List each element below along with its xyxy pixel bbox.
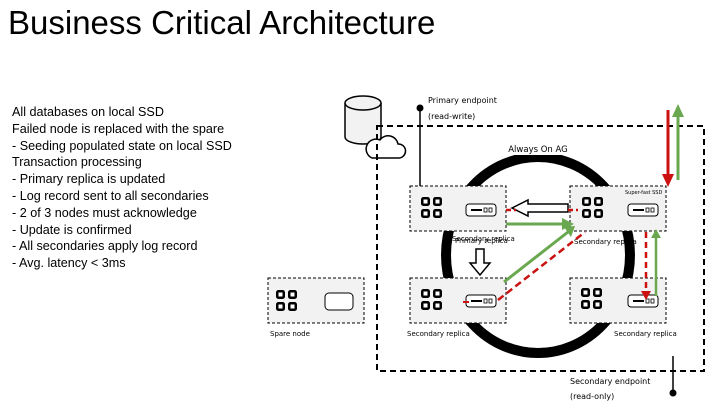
primary-endpoint-dot (416, 104, 424, 112)
read-arrow-red-head (662, 174, 674, 187)
seeding-arrow-down (468, 248, 492, 277)
secondary-endpoint-label: Secondary endpoint (570, 377, 650, 386)
secondary-endpoint-dot (669, 389, 677, 397)
replica-top-right-label: Secondary replica (574, 238, 637, 246)
bullet-item: - Log record sent to all secondaries (12, 188, 209, 203)
page-title: Business Critical Architecture (8, 4, 436, 41)
primary-endpoint-label: Primary endpoint (428, 96, 497, 105)
log-arrow-red-right-head (641, 291, 651, 300)
bullet-item: - All secondaries apply log record (12, 239, 198, 254)
seeding-arrow-left (510, 198, 569, 218)
replica-bottom-right-label: Secondary replica (614, 330, 677, 338)
bullet-item: - 2 of 3 nodes must acknowledge (12, 205, 197, 220)
database-icon (344, 95, 382, 145)
primary-endpoint-sublabel: (read-write) (428, 112, 475, 121)
secondary-endpoint-sublabel: (read-only) (570, 392, 614, 401)
replica-node-bottom-left (409, 277, 507, 324)
replica-top-left-overlap-label: Primary replica (455, 237, 508, 245)
cluster-boundary (376, 125, 705, 372)
replica-node-top-right (569, 185, 667, 232)
bullet-item: - Seeding populated state on local SSD (12, 138, 232, 153)
cloud-icon (365, 135, 407, 159)
super-fast-ssd-tag: Super-fast SSD (625, 190, 662, 196)
replica-top-left-label: Secondary replica (452, 235, 515, 243)
log-arrow-green-right-head (651, 229, 661, 238)
bullet-item: Transaction processing (12, 155, 142, 170)
log-arrow-red-diagonal (497, 231, 586, 301)
bullet-list: All databases on local SSD Failed node i… (12, 104, 232, 272)
always-on-ag-ring (441, 152, 635, 358)
spare-node (267, 277, 365, 324)
bullet-item: - Primary replica is updated (12, 172, 166, 187)
bullet-item: - Avg. latency < 3ms (12, 256, 126, 271)
log-arrow-green-diagonal-head (564, 226, 575, 237)
bullet-item: Failed node is replaced with the spare (12, 121, 225, 136)
read-arrow-green-head (672, 104, 684, 117)
replica-node-top-left (409, 185, 507, 232)
ag-label: Always On AG (508, 145, 568, 155)
bullet-item: All databases on local SSD (12, 105, 164, 119)
log-arrow-green-diagonal (503, 230, 569, 284)
replica-node-bottom-right (569, 277, 667, 324)
replica-bottom-left-label: Secondary replica (407, 330, 470, 338)
bullet-item: - Update is confirmed (12, 222, 132, 237)
spare-node-label: Spare node (270, 330, 310, 338)
